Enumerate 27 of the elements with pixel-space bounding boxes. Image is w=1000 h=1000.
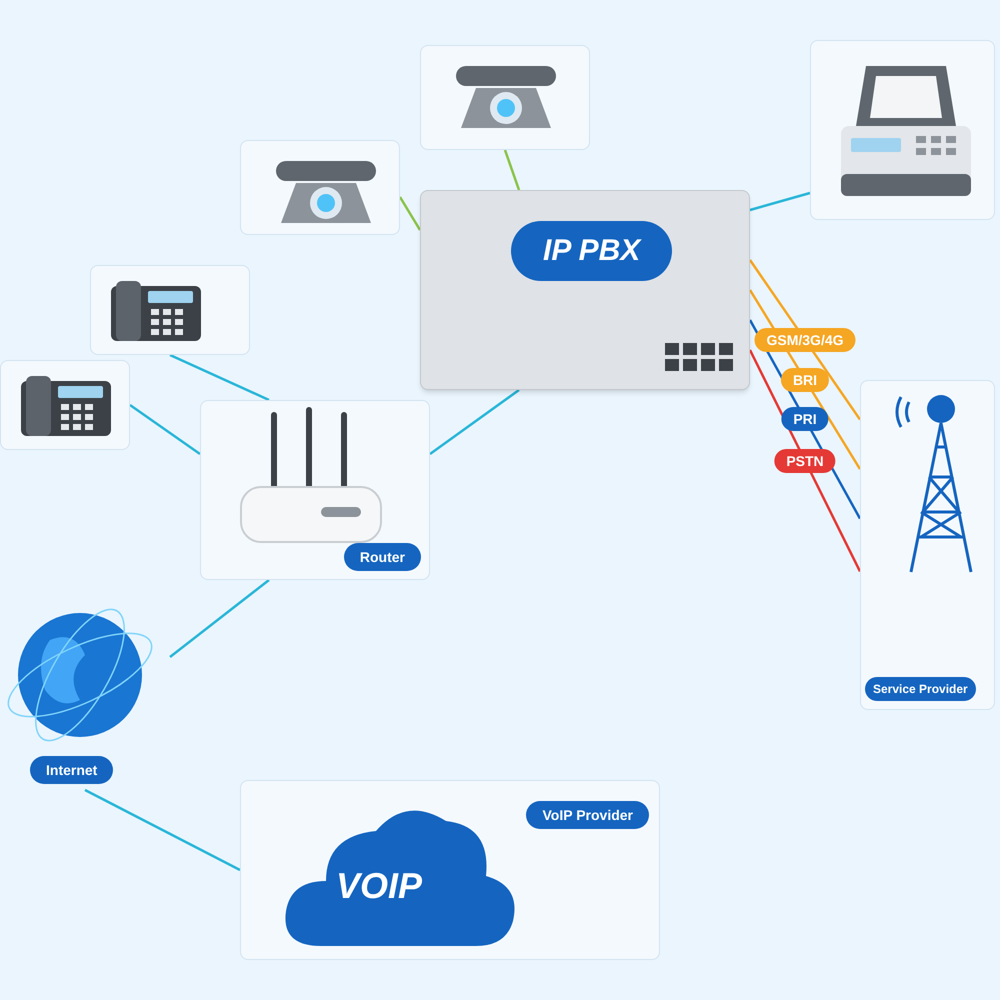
connector-line <box>169 579 270 658</box>
phone-platform <box>0 360 130 450</box>
phone-platform <box>90 265 250 355</box>
edge-label: GSM/3G/4G <box>754 328 856 352</box>
name-pill: Internet <box>30 756 114 784</box>
connector-line <box>429 388 520 456</box>
connector-line <box>169 354 270 402</box>
phone-platform <box>240 140 400 235</box>
name-pill: VoIP Provider <box>526 801 649 829</box>
phone-platform <box>420 45 590 150</box>
tower-platform <box>860 380 995 710</box>
edge-label: PSTN <box>774 448 836 473</box>
pbx-device <box>420 190 750 390</box>
name-pill: Router <box>344 543 421 571</box>
cloud-node <box>240 780 660 960</box>
connector-line <box>129 404 201 456</box>
connector-line <box>750 192 810 212</box>
fax-platform <box>810 40 995 220</box>
edge-label: BRI <box>780 368 830 392</box>
router-platform <box>200 400 430 580</box>
connector-line <box>504 150 520 190</box>
cloud-text: VOIP <box>336 866 422 906</box>
name-pill: Service Provider <box>865 677 976 701</box>
connector-line <box>84 788 241 872</box>
name-pill: IP PBX <box>511 221 672 281</box>
connector-line <box>398 196 422 231</box>
edge-label: PRI <box>781 407 829 432</box>
